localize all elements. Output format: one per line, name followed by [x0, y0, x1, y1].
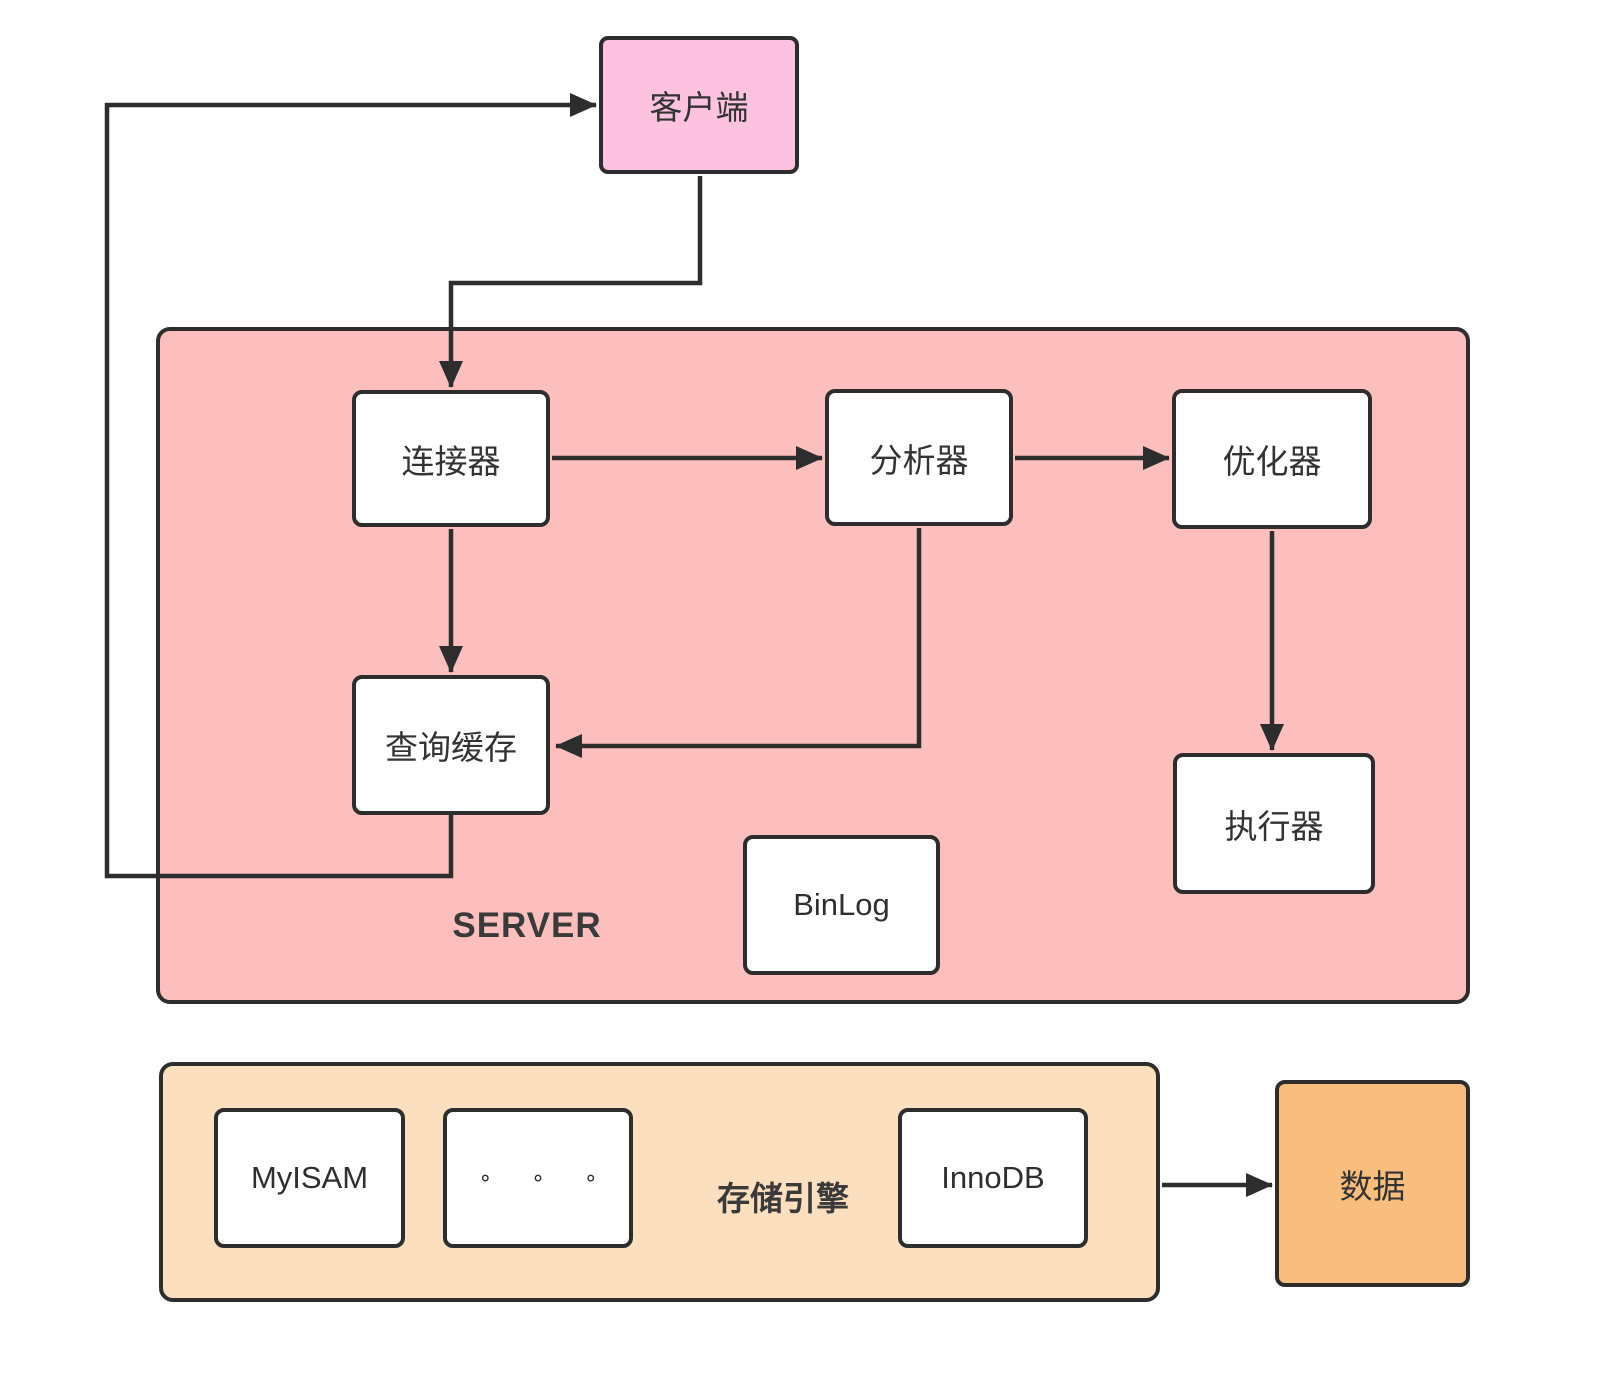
connector-label: 连接器	[401, 442, 501, 480]
executor-node: 执行器	[1173, 753, 1375, 894]
data-label: 数据	[1339, 1167, 1406, 1205]
myisam-node: MyISAM	[214, 1108, 405, 1248]
analyzer-label: 分析器	[869, 441, 969, 479]
analyzer-node: 分析器	[825, 389, 1013, 526]
server-container-label: SERVER	[452, 906, 602, 945]
connector-node: 连接器	[352, 390, 550, 527]
optimizer-node: 优化器	[1172, 389, 1372, 529]
query-cache-label: 查询缓存	[385, 729, 517, 766]
innodb-label: InnoDB	[941, 1160, 1045, 1195]
executor-label: 执行器	[1224, 807, 1324, 845]
myisam-label: MyISAM	[250, 1160, 369, 1195]
client-label: 客户端	[649, 89, 749, 126]
other-engines-dots: ∘ ∘ ∘	[478, 1165, 614, 1191]
binlog-node: BinLog	[743, 835, 940, 975]
optimizer-label: 优化器	[1222, 443, 1322, 480]
storage-engine-container-label: 存储引擎	[717, 1180, 849, 1217]
other-engines-node: ∘ ∘ ∘	[443, 1108, 633, 1248]
binlog-label: BinLog	[793, 887, 890, 922]
data-node: 数据	[1275, 1080, 1470, 1287]
query-cache-node: 查询缓存	[352, 675, 550, 815]
client-node: 客户端	[599, 36, 799, 174]
innodb-node: InnoDB	[898, 1108, 1088, 1248]
